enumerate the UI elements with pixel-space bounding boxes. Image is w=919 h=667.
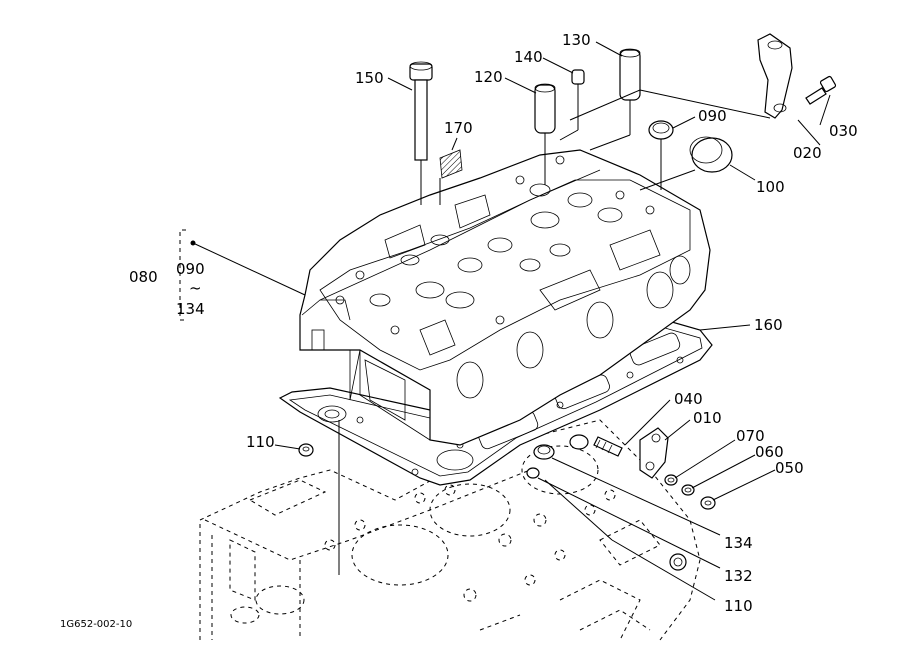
dowel-132	[526, 467, 540, 479]
leader-lines	[192, 41, 831, 601]
head-bolt-150	[409, 61, 433, 205]
callout-132: 132	[724, 567, 753, 585]
callout-040: 040	[674, 390, 703, 408]
cylinder-head	[299, 149, 711, 446]
callout-range-tilde: ~	[189, 279, 202, 297]
cap-100	[639, 136, 733, 191]
callout-100: 100	[756, 178, 785, 196]
bracket-plate-010	[639, 427, 669, 479]
stud-040	[569, 434, 623, 457]
callout-134: 134	[724, 534, 753, 552]
callout-120: 120	[474, 68, 503, 86]
callout-140: 140	[514, 48, 543, 66]
cylinder-block	[199, 419, 701, 641]
hanger-bracket-020	[569, 33, 793, 121]
callout-labels: 150 170 120 140 130 090 100 020 030 080 …	[129, 31, 858, 615]
callout-130: 130	[562, 31, 591, 49]
callout-030: 030	[829, 122, 858, 140]
ring-134	[533, 444, 555, 460]
callout-020: 020	[793, 144, 822, 162]
callout-134-range: 134	[176, 300, 205, 318]
callout-010: 010	[693, 409, 722, 427]
callout-090-top: 090	[698, 107, 727, 125]
callout-060: 060	[755, 443, 784, 461]
callout-170: 170	[444, 119, 473, 137]
callout-110-left: 110	[246, 433, 275, 451]
callout-080: 080	[129, 268, 158, 286]
washer-070	[664, 474, 678, 486]
valve-guide-120	[534, 83, 556, 185]
bolt-030	[805, 75, 837, 105]
callout-160: 160	[754, 316, 783, 334]
callout-110-bottom: 110	[724, 597, 753, 615]
drawing-code: 1G652-002-10	[60, 619, 132, 630]
seal-plate-170	[439, 149, 463, 205]
washer-060	[681, 484, 695, 496]
nut-050	[700, 496, 716, 510]
plug-110	[298, 443, 314, 457]
callout-050: 050	[775, 459, 804, 477]
callout-070: 070	[736, 427, 765, 445]
callout-090-range: 090	[176, 260, 205, 278]
seal-ring-090	[648, 120, 674, 190]
callout-150: 150	[355, 69, 384, 87]
plug-140	[559, 69, 585, 141]
valve-guide-130	[589, 48, 641, 151]
